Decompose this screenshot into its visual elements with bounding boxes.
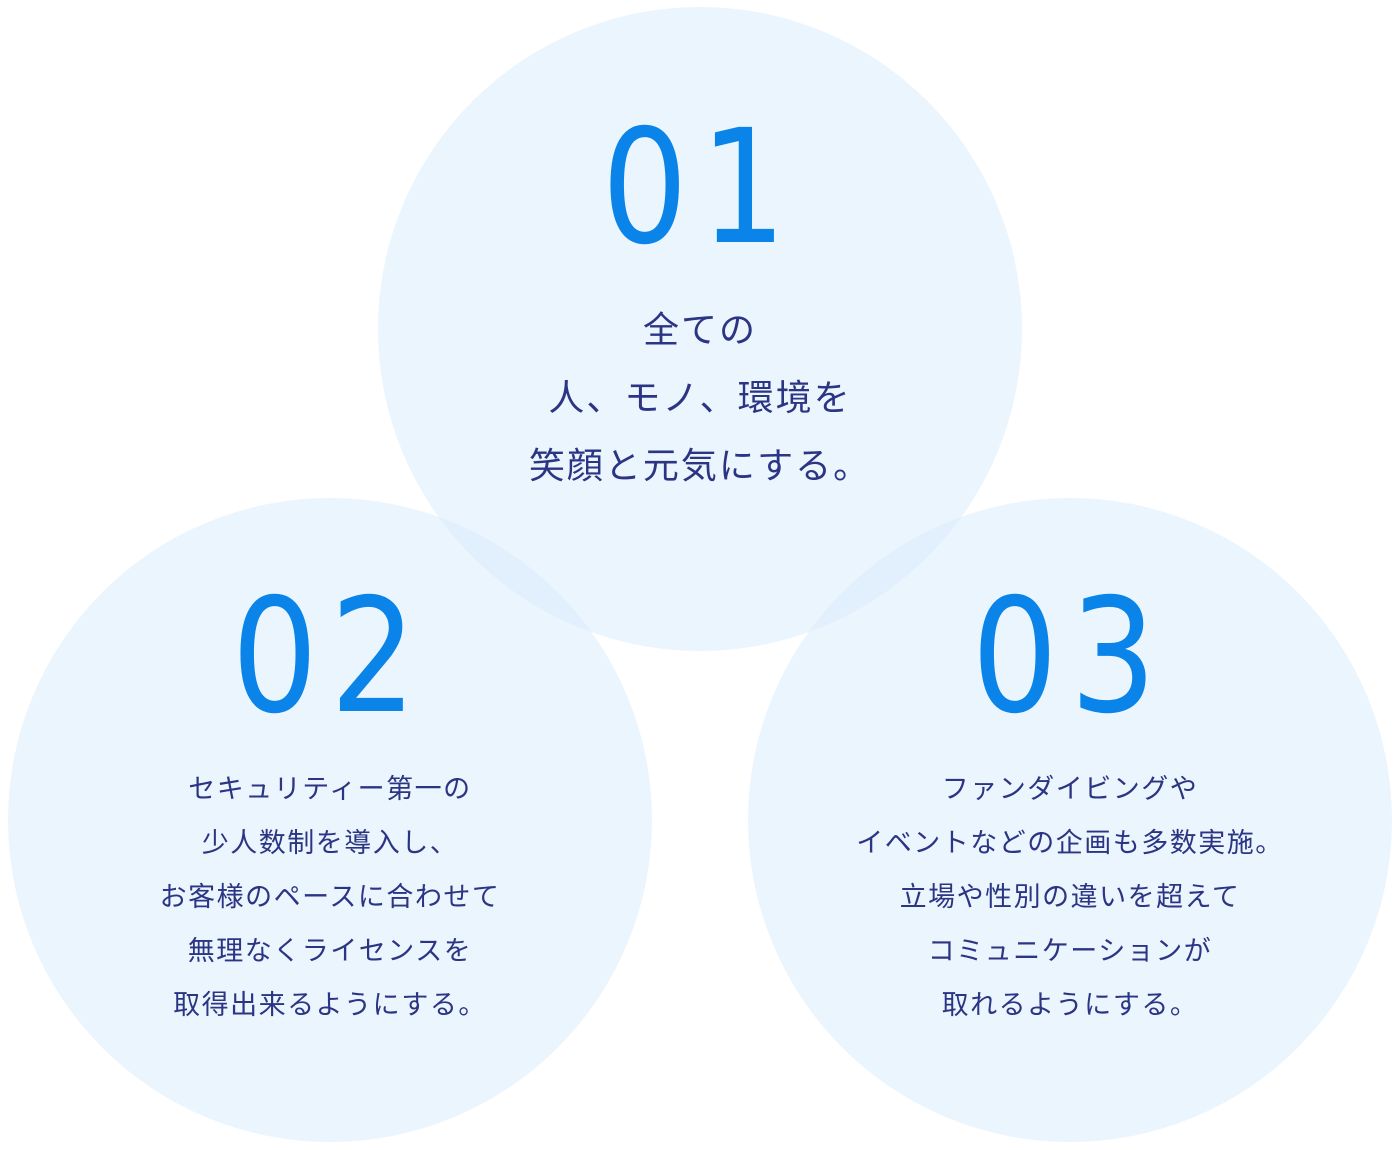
circle-number: 02 — [231, 565, 429, 749]
circle-text: 全ての 人、モノ、環境を 笑顔と元気にする。 — [378, 297, 1022, 501]
circle-text: セキュリティー第一の 少人数制を導入し、 お客様のペースに合わせて 無理なくライ… — [8, 763, 652, 1033]
circle-03: 03 ファンダイビングや イベントなどの企画も多数実施。 立場や性別の違いを超え… — [748, 498, 1392, 1142]
text-line: お客様のペースに合わせて — [159, 882, 501, 913]
text-line: ファンダイビングや — [941, 774, 1199, 805]
text-line: 笑顔と元気にする。 — [528, 446, 872, 487]
text-line: 取得出来るようにする。 — [173, 990, 487, 1021]
text-line: 全ての — [642, 310, 757, 351]
text-line: 立場や性別の違いを超えて — [899, 882, 1241, 913]
circle-02: 02 セキュリティー第一の 少人数制を導入し、 お客様のペースに合わせて 無理な… — [8, 498, 652, 1142]
text-line: 取れるようにする。 — [941, 990, 1199, 1021]
circle-number: 03 — [971, 565, 1169, 749]
text-line: 少人数制を導入し、 — [201, 828, 459, 859]
text-line: コミュニケーションが — [927, 936, 1213, 967]
text-line: 無理なくライセンスを — [187, 936, 473, 967]
text-line: セキュリティー第一の — [188, 774, 472, 805]
text-line: イベントなどの企画も多数実施。 — [856, 828, 1284, 859]
circle-text: ファンダイビングや イベントなどの企画も多数実施。 立場や性別の違いを超えて コ… — [748, 763, 1392, 1033]
circle-number: 01 — [601, 96, 799, 280]
text-line: 人、モノ、環境を — [548, 378, 852, 419]
